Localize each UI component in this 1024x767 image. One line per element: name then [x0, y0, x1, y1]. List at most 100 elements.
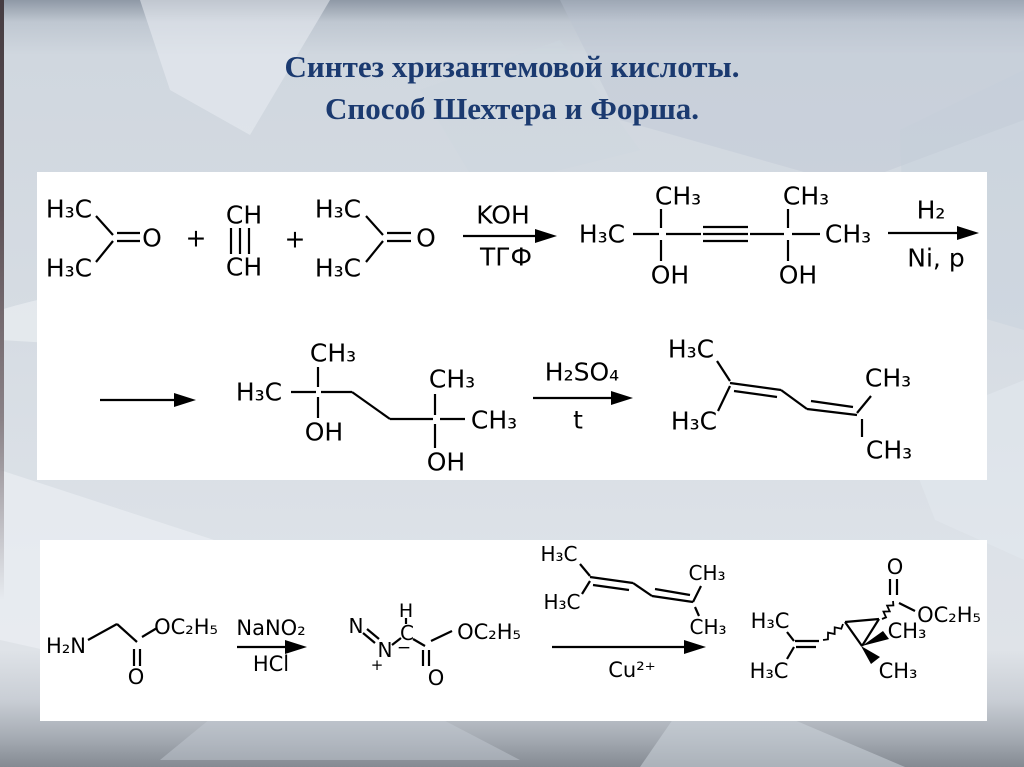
atom-label: +	[186, 224, 207, 253]
atom-label: H₂	[917, 196, 946, 225]
bond	[579, 563, 591, 577]
bond	[861, 618, 880, 647]
atom-label: OC₂H₅	[457, 620, 521, 644]
bond	[365, 215, 384, 236]
atom-label: +	[371, 656, 384, 674]
atom-label: KOH	[476, 201, 530, 230]
left-edge-stripe	[0, 0, 4, 600]
atom-label: H₂SO₄	[545, 358, 619, 387]
atom-label: H₃C	[540, 542, 577, 566]
atom-label: N	[349, 614, 364, 638]
bond	[581, 580, 591, 595]
atom-label: CH₃	[783, 182, 829, 211]
atom-label: CH₃	[879, 659, 918, 683]
atom-label: H₃C	[46, 195, 92, 224]
atom-label: H₃C	[236, 378, 282, 407]
bond	[141, 627, 158, 638]
bond	[87, 623, 118, 641]
reaction-arrow-head	[611, 391, 633, 405]
atom-label: CH₃	[688, 561, 725, 585]
wavy-bond	[822, 623, 844, 641]
bond	[898, 602, 916, 612]
atom-label: Cu²⁺	[608, 658, 655, 682]
atom-label: OC₂H₅	[917, 603, 981, 627]
atom-label: N	[378, 638, 393, 662]
bond	[654, 587, 691, 597]
atom-label: CH	[226, 201, 262, 230]
atom-label: O	[428, 666, 445, 690]
wavy-bond	[881, 600, 895, 620]
atom-label: CH	[226, 253, 262, 282]
atom-label: O	[142, 224, 162, 253]
atom-label: OH	[651, 261, 689, 290]
reaction-arrow-head	[285, 640, 307, 654]
bond	[716, 360, 731, 382]
atom-label: H₃C	[668, 335, 714, 364]
atom-label: CH₃	[865, 364, 911, 393]
bond	[116, 623, 138, 643]
atom-label: NaNO₂	[236, 616, 305, 640]
bond	[717, 385, 731, 412]
atom-label: H₃C	[543, 590, 580, 614]
atom-label: O	[416, 224, 436, 253]
atom-label: CH₃	[689, 615, 726, 639]
atom-label: CH₃	[866, 436, 912, 465]
atom-label: OH	[779, 261, 817, 290]
atom-label: CH₃	[888, 619, 927, 643]
bond	[692, 585, 702, 603]
bond	[592, 583, 630, 592]
reaction-arrow-head	[684, 640, 706, 654]
bond	[95, 215, 114, 236]
bond	[729, 381, 782, 392]
atom-label: CH₃	[429, 365, 475, 394]
bond	[632, 582, 653, 597]
atom-label: OC₂H₅	[154, 615, 218, 639]
bond	[733, 389, 778, 399]
bond	[365, 240, 384, 263]
reaction-panel-bottom	[40, 540, 987, 721]
atom-label: O	[887, 555, 904, 579]
atom-label: ТГФ	[479, 243, 532, 272]
atom-label: CH₃	[825, 220, 871, 249]
atom-label: H₃C	[315, 254, 361, 283]
atom-label: H₃C	[671, 407, 717, 436]
atom-label: OH	[305, 418, 343, 447]
atom-label: C	[400, 621, 414, 645]
wedge-bond	[862, 631, 889, 646]
bond	[412, 638, 426, 647]
atom-label: +	[285, 225, 306, 254]
atom-label: −	[397, 638, 411, 658]
reaction-arrow-head	[535, 229, 557, 243]
bond	[366, 628, 380, 640]
bond	[95, 240, 114, 263]
bond	[351, 391, 391, 420]
atom-label: H₃C	[751, 609, 790, 633]
background-shape	[140, 0, 330, 135]
atom-label: H	[399, 600, 413, 622]
bond	[806, 407, 858, 417]
bond	[391, 637, 402, 646]
background-shape	[420, 40, 640, 190]
atom-label: H₃C	[46, 254, 92, 283]
atom-label: HCl	[253, 652, 289, 676]
background-shape	[560, 0, 1024, 185]
bond	[780, 389, 808, 410]
bond	[810, 399, 854, 409]
atom-label: O	[128, 665, 145, 689]
bond	[589, 575, 634, 585]
title-line-1: Синтез хризантемовой кислоты.	[284, 49, 740, 84]
atom-label: CH₃	[310, 339, 356, 368]
title-line-2: Способ Шехтера и Форша.	[324, 91, 700, 126]
bond	[856, 395, 872, 414]
bond	[362, 632, 376, 644]
bond	[786, 646, 795, 660]
bond	[693, 606, 701, 617]
atom-label: H₃C	[315, 195, 361, 224]
atom-label: H₃C	[750, 659, 789, 683]
reaction-panel-top	[37, 172, 987, 480]
bond	[786, 631, 795, 642]
atom-label: CH₃	[471, 406, 517, 435]
bond	[430, 630, 453, 642]
atom-label: t	[573, 406, 583, 435]
